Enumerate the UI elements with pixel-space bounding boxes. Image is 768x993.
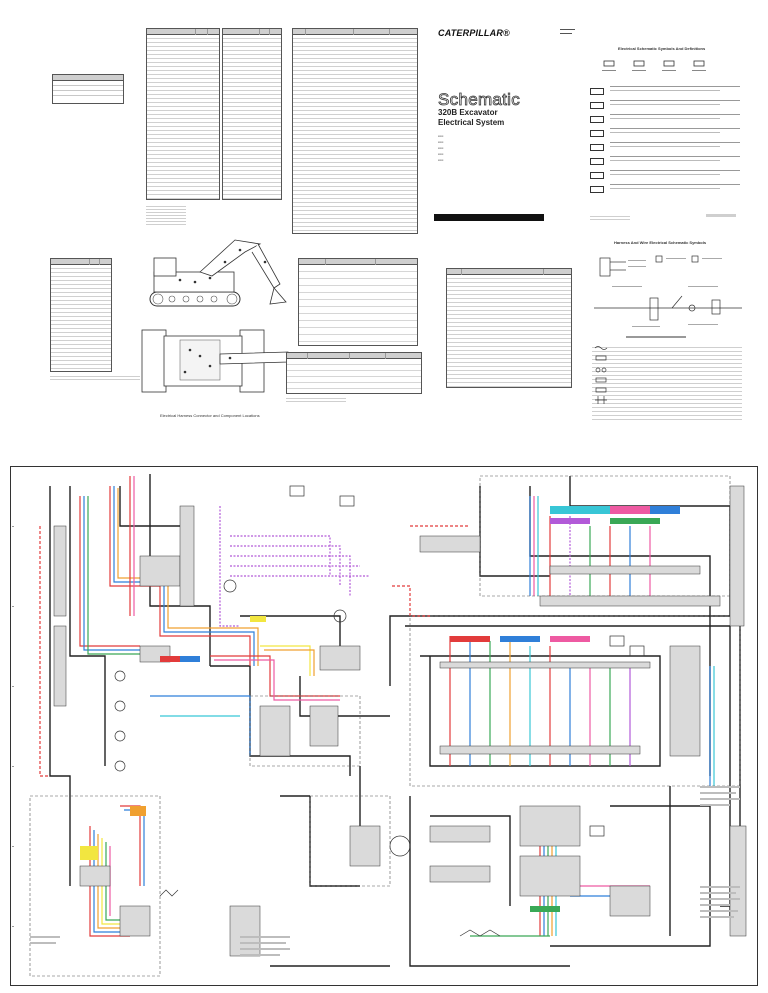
service-notes-table: [52, 74, 124, 104]
excavator-side-view-icon: [149, 239, 287, 307]
table-notes: [146, 204, 186, 226]
fuse-table: [286, 352, 422, 394]
legend-row-6: [590, 156, 740, 166]
legend-row-5: [590, 142, 740, 152]
component-location-table-2: [222, 28, 282, 200]
subtitle-line-1: 320B Excavator: [438, 108, 498, 117]
legend-row-7: [590, 170, 740, 180]
legend-note-left: [590, 214, 630, 220]
wiring-schematic-diagram: [10, 466, 758, 986]
legend-row-1: [590, 86, 740, 96]
subtitle-line-2: Electrical System: [438, 118, 505, 127]
component-location-table-1: [146, 28, 220, 200]
legend-row-4: [590, 128, 740, 138]
fuse-notes: [286, 396, 346, 402]
legend-row-3: [590, 114, 740, 124]
harness-definitions-text: [592, 344, 742, 422]
caterpillar-logo: CATERPILLAR®: [438, 28, 510, 38]
harness-symbols-diagram-icon: [594, 255, 742, 327]
footnote: [50, 374, 140, 380]
definition-symbols-icon: [594, 346, 608, 404]
document-number: ▬▬▬▬▬▬▬▬▬: [560, 27, 575, 35]
machine-model: 320B Excavator Electrical System: [438, 108, 504, 128]
connector-table: [292, 28, 418, 234]
wire-color-table: [446, 268, 572, 388]
legend-row-2: [590, 100, 740, 110]
title-rule: [434, 214, 544, 221]
legend-note-right: [706, 214, 736, 217]
excavator-top-view-icon: [141, 329, 289, 393]
relay-table: [298, 258, 418, 346]
switch-symbols-icon: [602, 60, 706, 71]
harness-connector-table: [50, 258, 112, 372]
harness-definitions-title: [626, 336, 686, 338]
serial-number-list: ▪▪▪▪▪▪▪▪▪▪▪▪▪▪▪▪▪▪▪▪▪▪▪▪▪: [438, 134, 444, 162]
schematic-cover-sheet: Electrical Harness Connector and Compone…: [0, 0, 768, 440]
harness-symbols-title: Harness And Wire Electrical Schematic Sy…: [614, 240, 707, 245]
location-caption: Electrical Harness Connector and Compone…: [160, 413, 260, 418]
legend-row-8: [590, 184, 740, 194]
page-title: Schematic: [438, 90, 521, 110]
symbols-title: Electrical Schematic Symbols And Definit…: [618, 46, 706, 51]
